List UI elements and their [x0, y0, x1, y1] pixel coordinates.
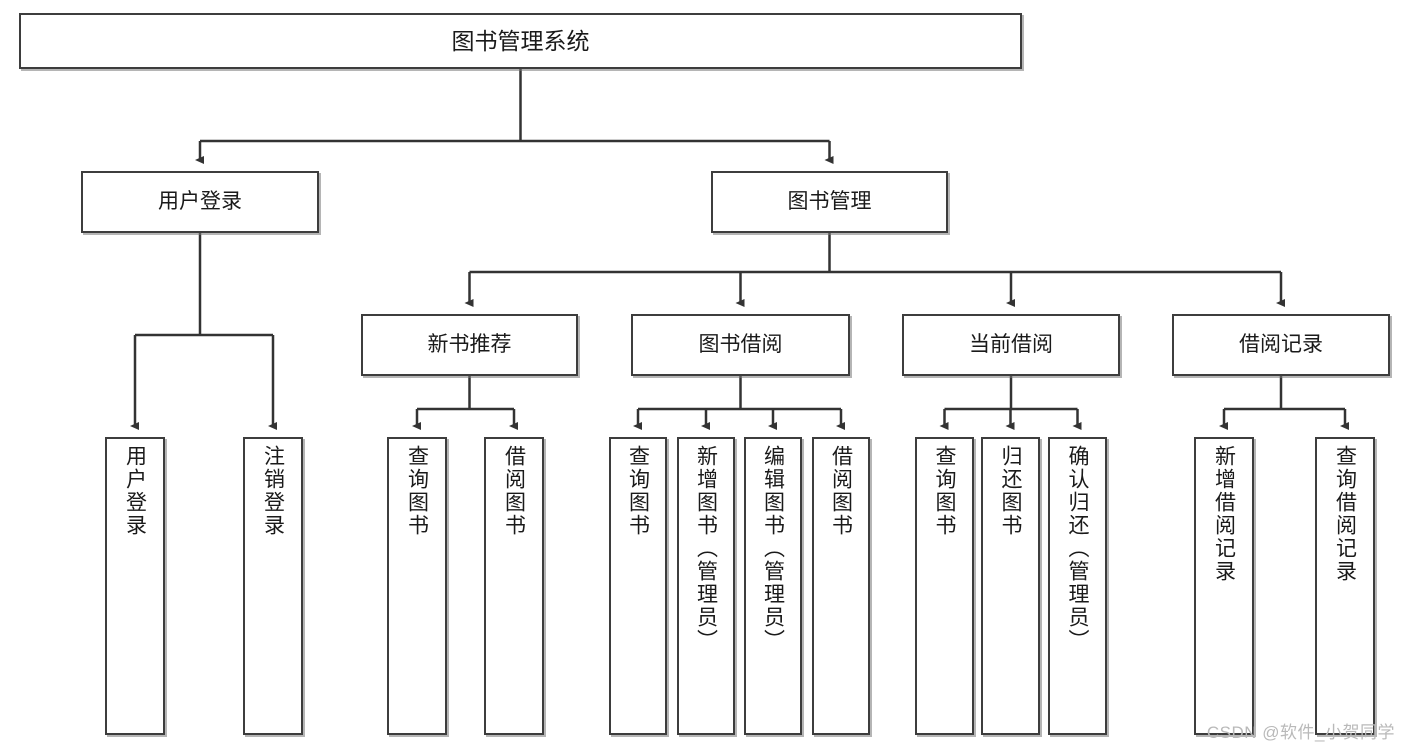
node-label: 查询图书	[626, 445, 650, 537]
node-label: 用户登录	[158, 189, 242, 213]
node-label: 编辑图书（管理员）	[761, 445, 785, 652]
node-root[interactable]: 图书管理系统	[19, 13, 1022, 69]
node-l3-current[interactable]: 当前借阅	[902, 314, 1120, 376]
node-label: 新增图书（管理员）	[694, 445, 718, 652]
node-leaf-r-query[interactable]: 查询借阅记录	[1315, 437, 1375, 735]
node-leaf-c-confirm[interactable]: 确认归还（管理员）	[1048, 437, 1107, 735]
node-leaf-b-add[interactable]: 新增图书（管理员）	[677, 437, 735, 735]
node-leaf-b-query[interactable]: 查询图书	[609, 437, 667, 735]
node-leaf-c-query[interactable]: 查询图书	[915, 437, 974, 735]
node-l3-borrow[interactable]: 图书借阅	[631, 314, 850, 376]
node-label: 确认归还（管理员）	[1066, 445, 1089, 652]
node-leaf-r-add[interactable]: 新增借阅记录	[1194, 437, 1254, 735]
node-leaf-b-lend[interactable]: 借阅图书	[812, 437, 870, 735]
node-l2-book[interactable]: 图书管理	[711, 171, 948, 233]
node-label: 查询图书	[405, 445, 429, 537]
node-leaf-user-logout[interactable]: 注销登录	[243, 437, 303, 735]
node-label: 借阅图书	[829, 445, 853, 537]
node-l3-record[interactable]: 借阅记录	[1172, 314, 1390, 376]
node-l3-new[interactable]: 新书推荐	[361, 314, 578, 376]
node-leaf-user-login[interactable]: 用户登录	[105, 437, 165, 735]
node-label: 注销登录	[261, 445, 285, 537]
node-leaf-b-edit[interactable]: 编辑图书（管理员）	[744, 437, 802, 735]
node-label: 借阅图书	[502, 445, 526, 537]
node-label: 图书管理	[787, 189, 872, 213]
node-leaf-c-return[interactable]: 归还图书	[981, 437, 1040, 735]
node-label: 借阅记录	[1239, 332, 1323, 356]
node-label: 用户登录	[123, 445, 147, 537]
node-label: 当前借阅	[969, 332, 1053, 356]
node-l2-user[interactable]: 用户登录	[81, 171, 319, 233]
node-label: 查询图书	[933, 445, 956, 537]
node-label: 新增借阅记录	[1212, 445, 1236, 583]
node-label: 归还图书	[999, 445, 1022, 537]
node-leaf-new-query[interactable]: 查询图书	[387, 437, 447, 735]
watermark-text: CSDN @软件_小贺同学	[1206, 723, 1395, 742]
node-label: 图书管理系统	[451, 27, 590, 54]
node-label: 图书借阅	[698, 332, 783, 356]
node-label: 查询借阅记录	[1333, 445, 1357, 583]
node-label: 新书推荐	[427, 332, 512, 356]
node-leaf-new-borrow[interactable]: 借阅图书	[484, 437, 544, 735]
